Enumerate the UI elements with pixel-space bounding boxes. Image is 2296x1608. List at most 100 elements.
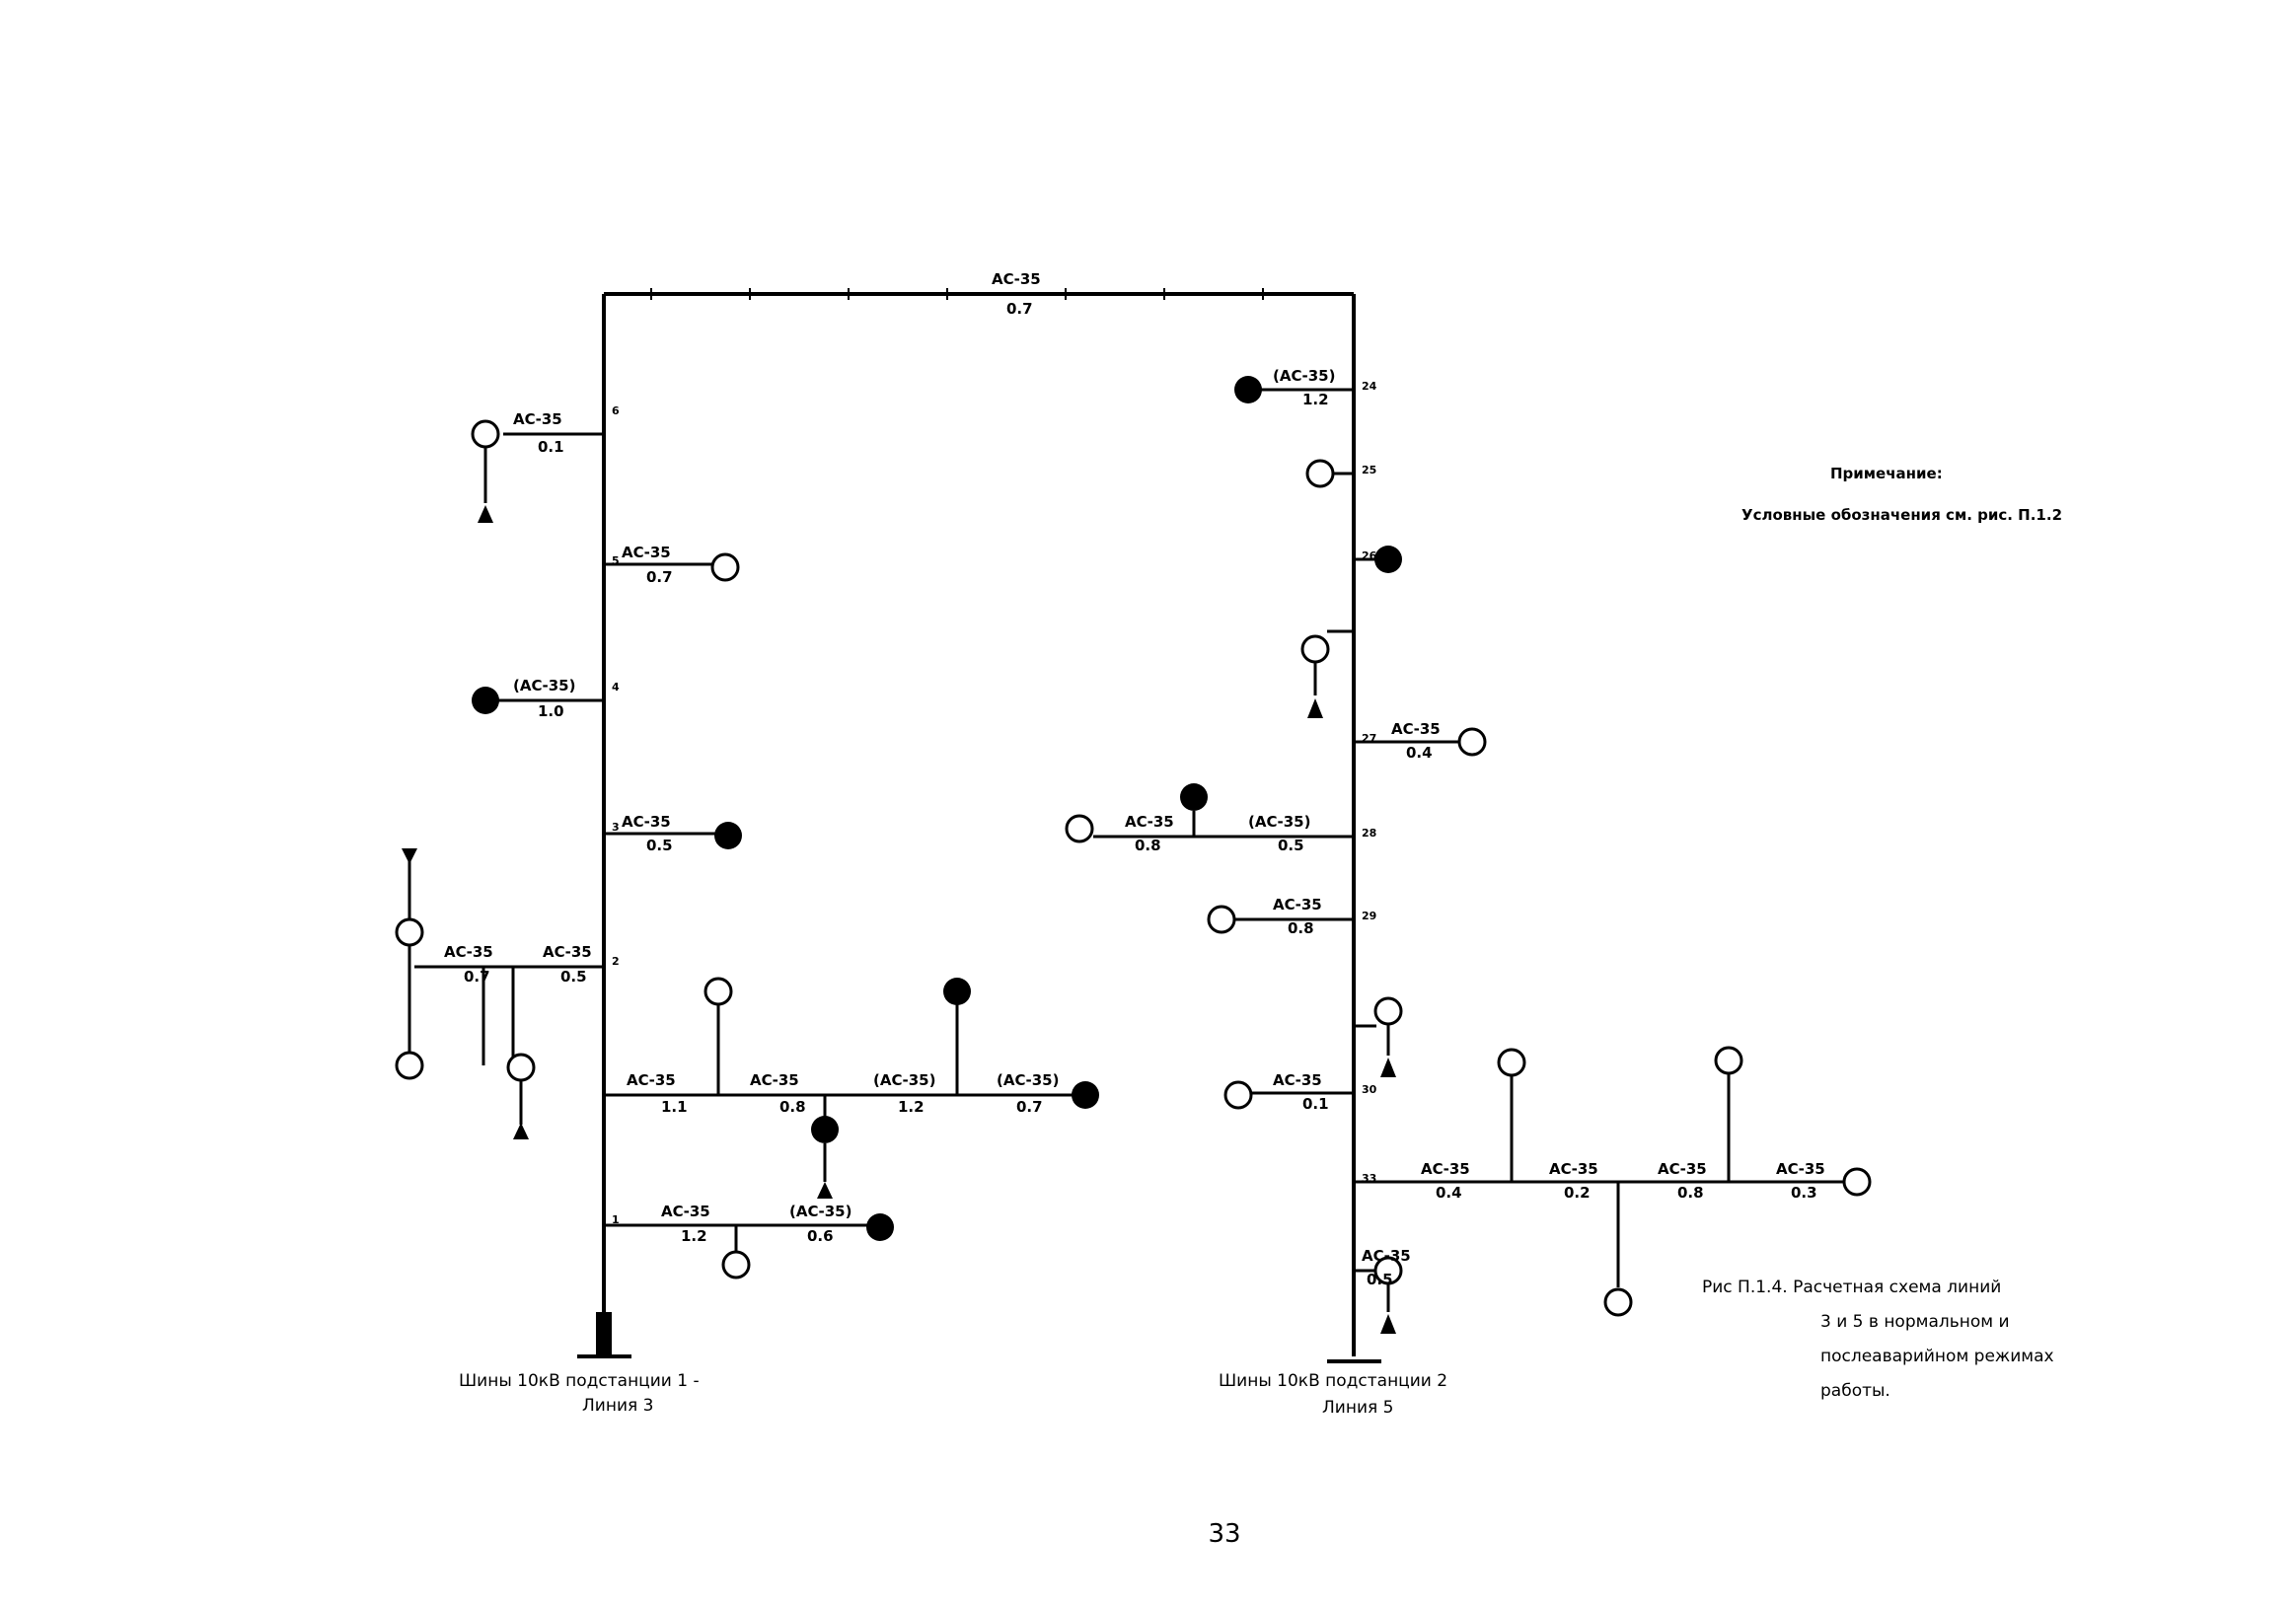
svg-text:1.0: 1.0 [538,702,564,720]
tp-filled-node [1234,376,1262,403]
svg-text:(АС-35): (АС-35) [513,677,575,694]
note-title: Примечание: [1830,465,1943,482]
svg-text:1.2: 1.2 [898,1098,925,1116]
capacitor-symbol [817,1182,833,1199]
svg-text:АС-35: АС-35 [1549,1160,1598,1178]
svg-text:1.2: 1.2 [681,1227,707,1245]
figure-caption-line4: работы. [1820,1381,1890,1401]
tp-open-node [506,1053,536,1082]
tp-open-node [704,977,733,1006]
svg-text:0.5: 0.5 [646,837,673,854]
svg-text:6: 6 [612,404,620,417]
svg-text:АС-35: АС-35 [1273,896,1322,914]
svg-text:АС-35: АС-35 [1125,813,1174,831]
top-line-ticks [650,288,1264,300]
svg-text:0.6: 0.6 [807,1227,834,1245]
tp-filled-node [1180,783,1208,811]
svg-text:0.1: 0.1 [1302,1095,1329,1113]
svg-text:30: 30 [1362,1083,1377,1096]
tp-filled-node [943,978,971,1005]
svg-text:0.5: 0.5 [560,968,587,986]
svg-text:АС-35: АС-35 [444,943,493,961]
tp-filled-node [714,822,742,849]
tp-open-node [1714,1046,1743,1075]
svg-text:0.8: 0.8 [779,1098,806,1116]
svg-text:(АС-35): (АС-35) [1248,813,1310,831]
svg-text:0.1: 0.1 [538,438,564,456]
capacitor-symbol [1380,1314,1396,1334]
svg-text:АС-35: АС-35 [513,410,562,428]
tp-open-node [721,1250,751,1279]
capacitor-symbol [1380,1058,1396,1077]
tp-open-node [1457,727,1487,757]
svg-text:0.7: 0.7 [1016,1098,1043,1116]
svg-text:0.8: 0.8 [1288,919,1314,937]
tp-open-node [710,552,740,582]
svg-text:27: 27 [1362,732,1376,745]
svg-text:АС-35: АС-35 [622,813,671,831]
page-number: 33 [1208,1519,1241,1549]
svg-text:29: 29 [1362,910,1376,922]
tp-filled-node [1374,546,1402,573]
svg-text:АС-35: АС-35 [627,1071,676,1089]
svg-text:0.7: 0.7 [646,568,673,586]
svg-text:АС-35: АС-35 [543,943,592,961]
svg-text:0.3: 0.3 [1791,1184,1817,1202]
svg-text:0.5: 0.5 [1367,1271,1393,1288]
svg-text:АС-35: АС-35 [750,1071,799,1089]
svg-text:4: 4 [612,681,620,694]
svg-text:0.8: 0.8 [1677,1184,1704,1202]
right-branches: (АС-35) 1.2 АС-35 0.4 АС-35 0.8 (АС-35) … [1065,367,1872,1334]
tp-open-node [1305,459,1335,488]
tp-open-node [1373,996,1403,1026]
tp-open-node [1207,905,1236,934]
antenna-symbol [402,848,417,864]
svg-text:АС-35: АС-35 [1421,1160,1470,1178]
tp-filled-node [1072,1081,1099,1109]
svg-text:0.5: 0.5 [1278,837,1304,854]
tp-filled-node [472,687,499,714]
figure-caption-line1: Рис П.1.4. Расчетная схема линий [1702,1278,2001,1297]
svg-text:АС-35: АС-35 [661,1203,710,1220]
right-busbar-label-1: Шины 10кВ подстанции 2 [1219,1371,1447,1391]
figure-caption-line2: 3 и 5 в нормальном и [1820,1312,2010,1332]
left-busbar-label-2: Линия 3 [582,1396,653,1416]
capacitor-symbol [513,1123,529,1139]
svg-text:3: 3 [612,821,620,834]
svg-text:1.2: 1.2 [1302,391,1329,408]
tp-open-node [1223,1080,1253,1110]
left-busbar-label-1: Шины 10кВ подстанции 1 - [459,1371,700,1391]
left-branches: АС-35 0.1 АС-35 0.7 (АС-35) 1.0 АС-35 0.… [395,410,1099,1279]
svg-text:26: 26 [1362,549,1377,562]
right-busbar-label-2: Линия 5 [1322,1398,1393,1418]
svg-text:5: 5 [612,554,620,567]
svg-text:АС-35: АС-35 [1658,1160,1707,1178]
top-link-wire: АС-35 [992,270,1041,288]
tp-open-node [1300,634,1330,664]
svg-text:0.4: 0.4 [1406,744,1433,762]
tp-open-node [1065,814,1094,843]
svg-text:АС-35: АС-35 [1362,1247,1411,1265]
svg-text:АС-35: АС-35 [1776,1160,1825,1178]
svg-text:(АС-35): (АС-35) [997,1071,1059,1089]
svg-text:33: 33 [1362,1172,1376,1185]
svg-text:24: 24 [1362,380,1377,393]
tp-open-node [1497,1048,1526,1077]
left-busbar-base [596,1312,612,1356]
svg-text:2: 2 [612,955,620,968]
capacitor-symbol [1307,698,1323,718]
top-link-length: 0.7 [1006,300,1033,318]
note-text: Условные обозначения см. рис. П.1.2 [1741,506,2062,524]
svg-text:0.4: 0.4 [1436,1184,1462,1202]
tp-filled-node [811,1116,839,1143]
svg-text:0.7: 0.7 [464,968,490,986]
svg-text:(АС-35): (АС-35) [1273,367,1335,385]
tp-open-node [395,1051,424,1080]
svg-text:1.1: 1.1 [661,1098,688,1116]
svg-text:28: 28 [1362,827,1376,840]
figure-caption-line3: послеаварийном режимах [1820,1347,2054,1366]
tp-open-node [1603,1287,1633,1317]
capacitor-symbol [478,505,493,523]
tp-filled-node [866,1213,894,1241]
